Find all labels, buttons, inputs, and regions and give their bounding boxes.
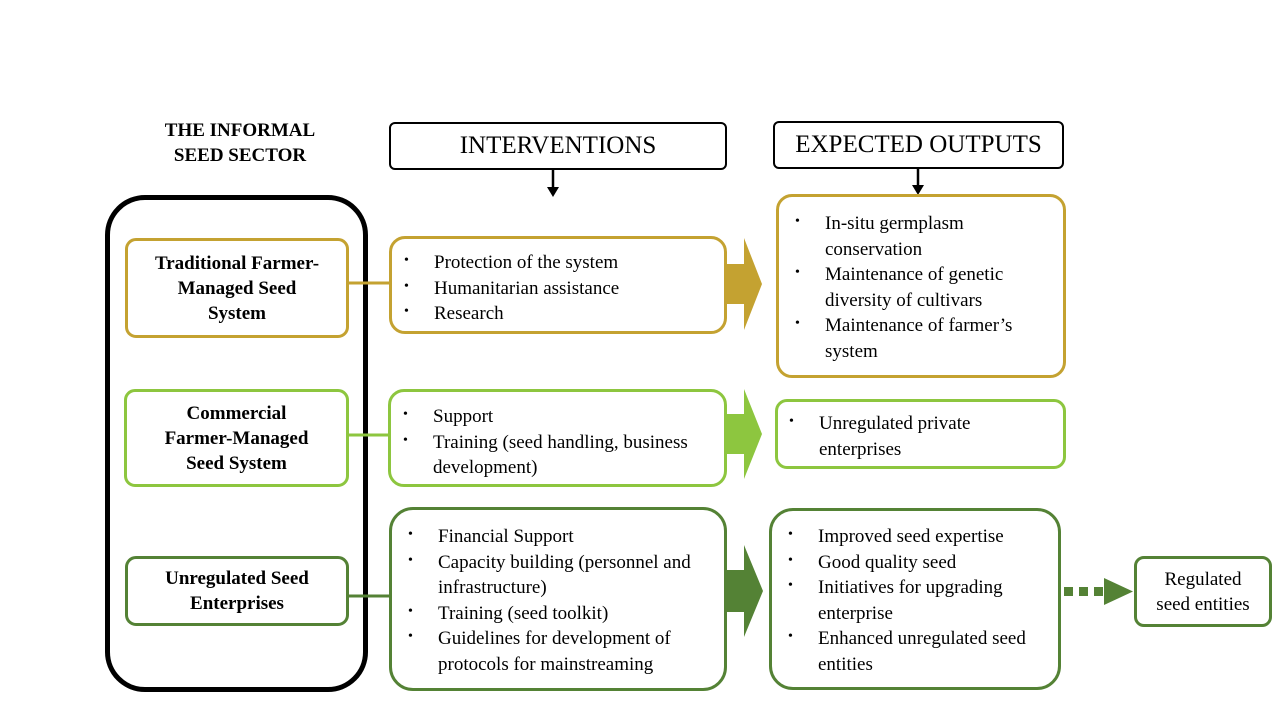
intervention-item: Financial Support [408, 524, 714, 550]
system-label-line: Managed Seed [177, 277, 297, 299]
output-item: Good quality seed [788, 550, 1046, 576]
arrow-row3 [727, 545, 763, 637]
final-label-line: Regulated [1164, 568, 1242, 590]
outputs-box-unregulated: Improved seed expertise Good quality see… [769, 508, 1061, 690]
intervention-item: Protection of the system [404, 250, 714, 276]
system-box-commercial: Commercial Farmer-Managed Seed System [124, 389, 349, 487]
system-label-line: Unregulated Seed [165, 568, 309, 589]
output-item: Maintenance of genetic diversity of cult… [795, 262, 1051, 313]
outputs-header-label: EXPECTED OUTPUTS [795, 131, 1042, 158]
intervention-item: Capacity building (personnel and infrast… [408, 550, 714, 601]
outputs-box-commercial: Unregulated private enterprises [775, 399, 1066, 469]
arrow-row2 [727, 389, 762, 479]
output-item: In-situ germplasm conservation [795, 211, 1051, 262]
system-label-line: Seed System [186, 452, 287, 474]
outputs-down-arrow [912, 169, 924, 195]
output-item: Improved seed expertise [788, 524, 1046, 550]
sector-title-line: THE INFORMAL [164, 120, 316, 141]
sector-title: THE INFORMAL SEED SECTOR [130, 118, 350, 168]
interventions-header: INTERVENTIONS [389, 122, 727, 170]
outputs-box-traditional: In-situ germplasm conservation Maintenan… [776, 194, 1066, 378]
dotted-arrow-to-final [1064, 578, 1133, 605]
output-item: Unregulated private enterprises [789, 411, 1051, 462]
interventions-header-label: INTERVENTIONS [459, 132, 657, 159]
intervention-item: Support [403, 404, 714, 430]
final-label-line: seed entities [1156, 593, 1250, 615]
system-box-traditional: Traditional Farmer- Managed Seed System [125, 238, 349, 338]
intervention-item: Training (seed toolkit) [408, 601, 714, 627]
intervention-item: Research [404, 301, 714, 327]
interventions-box-commercial: Support Training (seed handling, busines… [388, 389, 727, 487]
intervention-item: Training (seed handling, business develo… [403, 430, 714, 481]
system-label-line: Traditional Farmer- [154, 252, 320, 274]
system-label-line: Enterprises [190, 593, 284, 614]
informal-sector-outline [105, 195, 368, 692]
intervention-item: Humanitarian assistance [404, 276, 714, 302]
arrow-row1 [727, 238, 762, 330]
intervention-item: Guidelines for development of protocols … [408, 626, 714, 677]
interventions-box-traditional: Protection of the system Humanitarian as… [389, 236, 727, 334]
outputs-header: EXPECTED OUTPUTS [773, 121, 1064, 169]
regulated-seed-entities-box: Regulated seed entities [1134, 556, 1272, 627]
system-label-line: Farmer-Managed [164, 427, 309, 449]
interventions-down-arrow [547, 170, 559, 197]
system-label-line: System [207, 302, 267, 324]
sector-title-line: SEED SECTOR [173, 145, 307, 166]
system-box-unregulated: Unregulated Seed Enterprises [125, 556, 349, 626]
output-item: Maintenance of farmer’s system [795, 313, 1051, 364]
interventions-box-unregulated: Financial Support Capacity building (per… [389, 507, 727, 691]
output-item: Enhanced unregulated seed entities [788, 626, 1046, 677]
output-item: Initiatives for upgrading enterprise [788, 575, 1046, 626]
system-label-line: Commercial [186, 402, 287, 424]
